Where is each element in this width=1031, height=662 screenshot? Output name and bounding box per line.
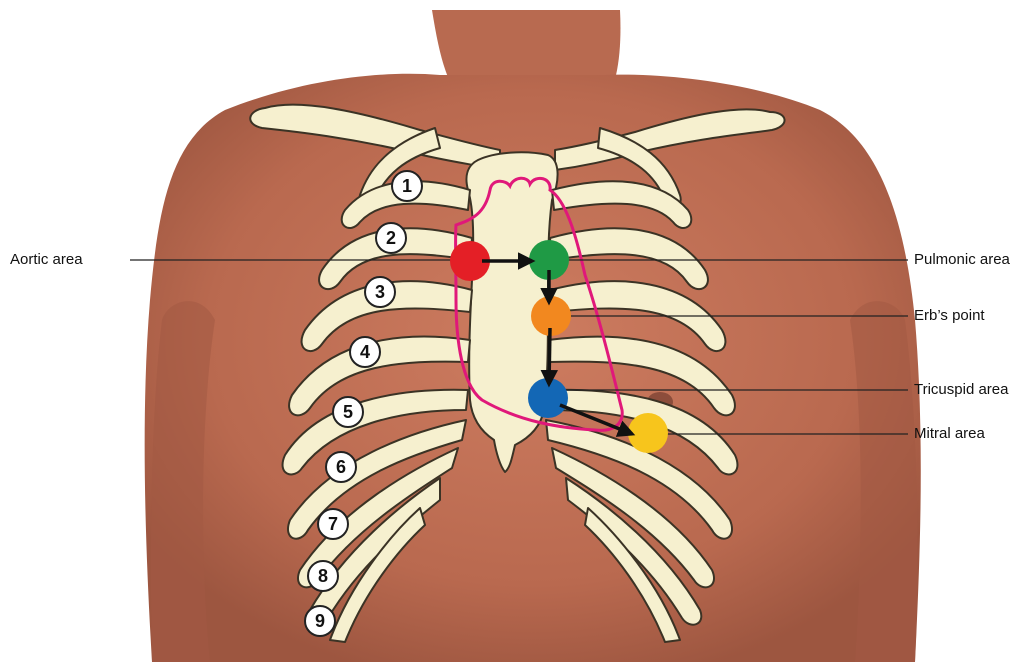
rib-number-5: 5 bbox=[333, 397, 363, 427]
mitral-area-label: Mitral area bbox=[914, 426, 985, 441]
rib-number-7: 7 bbox=[318, 509, 348, 539]
svg-text:4: 4 bbox=[360, 342, 370, 362]
svg-text:1: 1 bbox=[402, 176, 412, 196]
rib-number-6: 6 bbox=[326, 452, 356, 482]
svg-text:6: 6 bbox=[336, 457, 346, 477]
arrow-erbs-to-tricuspid bbox=[549, 328, 550, 384]
aortic-area-label: Aortic area bbox=[10, 252, 83, 267]
svg-text:7: 7 bbox=[328, 514, 338, 534]
svg-text:9: 9 bbox=[315, 611, 325, 631]
svg-text:5: 5 bbox=[343, 402, 353, 422]
svg-text:3: 3 bbox=[375, 282, 385, 302]
svg-text:2: 2 bbox=[386, 228, 396, 248]
svg-text:8: 8 bbox=[318, 566, 328, 586]
erbs-point-label: Erb’s point bbox=[914, 308, 985, 323]
rib-number-9: 9 bbox=[305, 606, 335, 636]
rib-number-2: 2 bbox=[376, 223, 406, 253]
tricuspid-area-label: Tricuspid area bbox=[914, 382, 1008, 397]
rib-number-3: 3 bbox=[365, 277, 395, 307]
rib-number-8: 8 bbox=[308, 561, 338, 591]
mitral-dot bbox=[628, 413, 668, 453]
rib-number-4: 4 bbox=[350, 337, 380, 367]
tricuspid-dot bbox=[528, 378, 568, 418]
pulmonic-area-label: Pulmonic area bbox=[914, 252, 1010, 267]
rib-number-1: 1 bbox=[392, 171, 422, 201]
